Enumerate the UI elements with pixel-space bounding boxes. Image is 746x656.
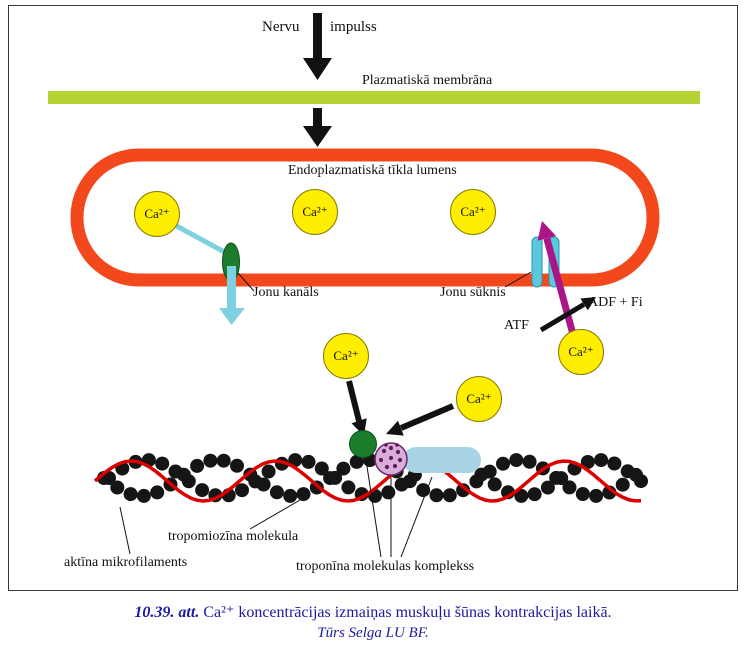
ca-release-arrow-1-icon bbox=[346, 380, 367, 436]
nerve-impulse-arrow-icon bbox=[303, 13, 332, 80]
troponin-green-subunit bbox=[349, 430, 377, 458]
label-nerve-impulse-right: impulss bbox=[330, 19, 377, 35]
ca-release-arrow-2-icon bbox=[386, 403, 455, 436]
caption-credit: Tūrs Selga LU BF. bbox=[317, 625, 429, 641]
label-troponin: troponīna molekulas komplekss bbox=[296, 559, 475, 574]
calcium-ion-er-1: Ca²⁺ bbox=[134, 191, 180, 237]
calcium-ion-er-3: Ca²⁺ bbox=[450, 189, 496, 235]
troponin-blue-subunit bbox=[403, 447, 481, 473]
label-plasma-membrane: Plazmatiskā membrāna bbox=[362, 73, 493, 88]
tropomyosin-leader-line bbox=[249, 495, 308, 530]
pump-transport-arrow-icon bbox=[537, 221, 578, 339]
label-adf-fi: ADF + Fi bbox=[588, 295, 643, 310]
troponin-complex bbox=[349, 430, 481, 476]
label-ion-pump: Jonu sūknis bbox=[440, 285, 506, 300]
diagram-border bbox=[8, 5, 738, 591]
troponin-leader-line-1 bbox=[365, 459, 382, 558]
ca-to-channel-line bbox=[171, 221, 230, 257]
atp-adp-arrow-icon bbox=[539, 297, 596, 333]
figure-caption: 10.39. att. Ca²⁺ koncentrācijas izmaiņas… bbox=[0, 602, 746, 642]
calcium-ion-pump: Ca²⁺ bbox=[558, 329, 604, 375]
label-tropomyosin: tropomiozīna molekula bbox=[168, 529, 299, 544]
channel-leader-line bbox=[237, 272, 255, 292]
label-atf: ATF bbox=[504, 318, 529, 333]
calcium-ion-er-2: Ca²⁺ bbox=[292, 189, 338, 235]
channel-flow-arrow-icon bbox=[219, 266, 245, 325]
label-ion-channel: Jonu kanāls bbox=[253, 285, 319, 300]
caption-number: 10.39. att. bbox=[134, 604, 200, 621]
membrane-cross-arrow-icon bbox=[303, 108, 332, 147]
label-actin: aktīna mikrofilaments bbox=[64, 555, 188, 570]
pump-leader-line bbox=[504, 271, 532, 288]
actin-leader-line bbox=[119, 506, 131, 555]
troponin-purple-dots bbox=[378, 443, 403, 470]
troponin-leader-line-3 bbox=[400, 476, 433, 558]
plasma-membrane-bar bbox=[48, 91, 700, 104]
calcium-ion-cytosol-1: Ca²⁺ bbox=[323, 333, 369, 379]
caption-line: 10.39. att. Ca²⁺ koncentrācijas izmaiņas… bbox=[0, 602, 746, 622]
caption-text: Ca²⁺ koncentrācijas izmaiņas muskuļu šūn… bbox=[199, 604, 612, 621]
tropomyosin-line bbox=[93, 459, 642, 503]
label-er-lumen: Endoplazmatiskā tīkla lumens bbox=[288, 163, 457, 178]
calcium-ion-cytosol-2: Ca²⁺ bbox=[456, 376, 502, 422]
er-membrane bbox=[70, 148, 660, 287]
label-nerve-impulse-left: Nervu bbox=[262, 19, 300, 35]
